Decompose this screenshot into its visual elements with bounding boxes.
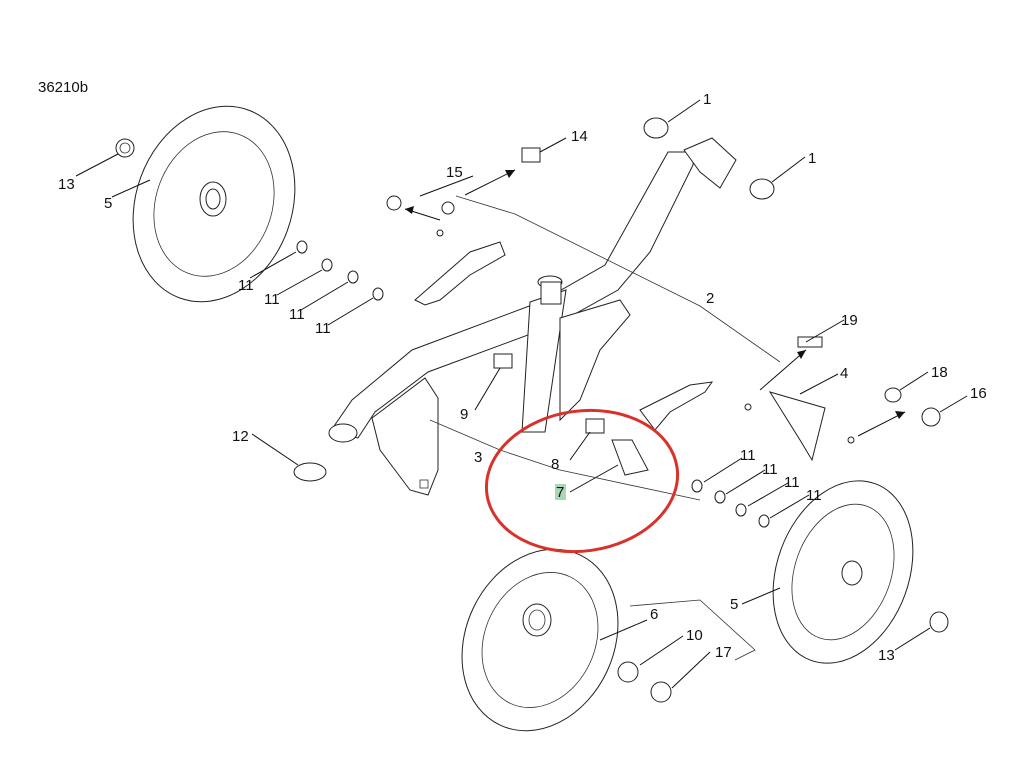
callout-12[interactable]: 12 [232, 428, 249, 445]
callout-17[interactable]: 17 [715, 644, 732, 661]
callout-1-top[interactable]: 1 [703, 91, 711, 108]
callout-16[interactable]: 16 [970, 385, 987, 402]
hardware-top [386, 147, 541, 237]
callout-11-l4[interactable]: 11 [315, 320, 331, 337]
callout-11-r4[interactable]: 11 [806, 487, 822, 504]
washers-left [296, 240, 384, 301]
callout-11-r1[interactable]: 11 [740, 447, 756, 464]
fender-left [371, 377, 439, 496]
highlight-circle [484, 408, 680, 554]
callout-1-right[interactable]: 1 [808, 150, 816, 167]
handlebar-bushings [643, 117, 775, 200]
callout-11-l2[interactable]: 11 [264, 291, 280, 308]
callout-11-r2[interactable]: 11 [762, 461, 778, 478]
bracket-upper [414, 241, 506, 306]
callout-2[interactable]: 2 [706, 290, 714, 307]
leader-lines [75, 99, 968, 689]
callout-15[interactable]: 15 [446, 164, 463, 181]
callout-6[interactable]: 6 [650, 606, 658, 623]
wheel-right [772, 480, 914, 664]
part-7-clip [611, 439, 649, 476]
callout-10[interactable]: 10 [686, 627, 703, 644]
callout-7[interactable]: 7 [556, 484, 564, 501]
drawing-ref-code: 36210b [38, 79, 88, 96]
washers-right [691, 479, 770, 528]
callout-7-highlight [555, 484, 566, 500]
bearing-10 [617, 661, 639, 683]
callout-3[interactable]: 3 [474, 449, 482, 466]
callout-14[interactable]: 14 [571, 128, 588, 145]
direction-arrows [404, 169, 906, 437]
callout-11-r3[interactable]: 11 [784, 474, 800, 491]
grip-12 [293, 462, 327, 482]
frame-tube [328, 137, 737, 443]
bracket-right [639, 381, 714, 431]
callout-8[interactable]: 8 [551, 456, 559, 473]
pin-9 [493, 353, 513, 369]
bushing-13-right [929, 611, 949, 633]
callout-18[interactable]: 18 [931, 364, 948, 381]
callout-11-l1[interactable]: 11 [238, 277, 254, 294]
hardware-right [744, 336, 941, 462]
bushing-13-left [115, 138, 135, 158]
wheel-front [461, 548, 619, 732]
callout-4[interactable]: 4 [840, 365, 848, 382]
wheel-left [132, 105, 296, 303]
callout-9[interactable]: 9 [460, 406, 468, 423]
callout-5-right[interactable]: 5 [730, 596, 738, 613]
callout-numbers: 1 1 2 3 4 5 5 6 7 8 9 10 11 11 11 11 11 … [58, 91, 987, 664]
callout-13-left[interactable]: 13 [58, 176, 75, 193]
snap-ring-17 [650, 681, 672, 703]
callout-5-left[interactable]: 5 [104, 195, 112, 212]
part-8-bolt [585, 418, 605, 434]
callout-13-right[interactable]: 13 [878, 647, 895, 664]
callout-19[interactable]: 19 [841, 312, 858, 329]
callout-11-l3[interactable]: 11 [289, 306, 305, 323]
